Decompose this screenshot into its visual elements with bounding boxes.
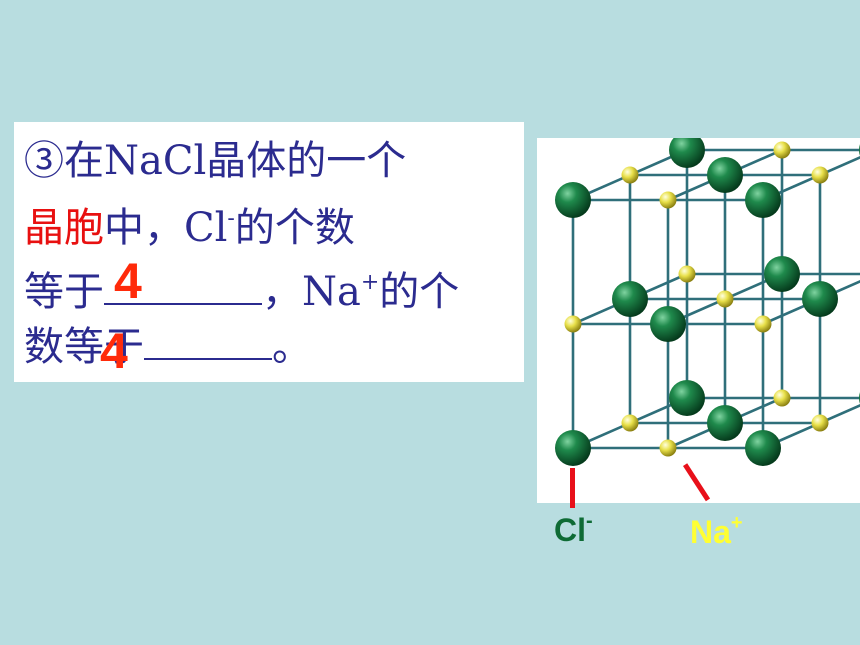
sodium-ion: [773, 389, 791, 407]
chloride-ion: [669, 132, 705, 168]
chloride-ion: [555, 182, 591, 218]
question-line-2: 晶胞中，Cl-的个数: [24, 194, 355, 253]
chloride-ion: [650, 306, 686, 342]
nacl-crystal-diagram: [537, 132, 860, 503]
sodium-charge: +: [360, 270, 380, 295]
sodium-ion: [621, 414, 639, 432]
question-line-1: ③在NaCl晶体的一个: [24, 136, 406, 186]
question-line-3-end: 的个: [379, 269, 460, 315]
chloride-count-answer: 4: [114, 253, 142, 309]
sodium-ion: [659, 439, 677, 457]
question-line-3-start: 等于: [24, 269, 104, 315]
question-line-1-text: ③在NaCl晶体的一个: [24, 138, 407, 184]
chloride-ion: [612, 281, 648, 317]
sodium-label: Na+: [690, 512, 743, 551]
sodium-ion: [621, 166, 639, 184]
chloride-ion: [707, 157, 743, 193]
sodium-ion: [773, 141, 791, 159]
sodium-ion: [754, 315, 772, 333]
chloride-ion: [707, 405, 743, 441]
sodium-count-answer: 4: [100, 323, 128, 379]
chloride-label-charge: -: [586, 510, 593, 532]
question-line-4: 数等于 。: [24, 322, 312, 372]
question-line-2-end: 的个数: [234, 205, 355, 251]
question-line-3: 等于 ，Na+的个: [24, 258, 459, 317]
question-line-4-start: 数等于: [24, 324, 144, 370]
sodium-ion: [716, 290, 734, 308]
unit-cell-term: 晶胞: [24, 205, 104, 251]
chloride-pointer-line: [570, 468, 575, 508]
chloride-ion: [555, 430, 591, 466]
sodium-label-text: Na: [690, 514, 731, 550]
chloride-ion: [745, 182, 781, 218]
question-text-box: ③在NaCl晶体的一个 晶胞中，Cl-的个数 等于 ，Na+的个 数等于 。 4 4: [14, 122, 524, 382]
sodium-ion: [678, 265, 696, 283]
sodium-count-blank: [144, 322, 272, 360]
question-line-3-mid: ，Na: [262, 269, 361, 315]
chloride-ion: [669, 380, 705, 416]
sodium-ion: [564, 315, 582, 333]
lattice-atoms: [555, 132, 860, 466]
nacl-lattice-svg: [555, 132, 860, 466]
sodium-ion: [811, 166, 829, 184]
question-line-2-mid: 中，Cl: [104, 205, 228, 251]
chloride-ion: [764, 256, 800, 292]
chloride-label-text: Cl: [554, 512, 586, 548]
sodium-ion: [659, 191, 677, 209]
chloride-count-blank: [104, 267, 262, 305]
question-line-4-end: 。: [272, 324, 312, 370]
chloride-label: Cl-: [554, 510, 593, 549]
chloride-charge: -: [227, 206, 235, 231]
chloride-ion: [802, 281, 838, 317]
sodium-ion: [811, 414, 829, 432]
chloride-ion: [745, 430, 781, 466]
sodium-label-charge: +: [730, 512, 743, 534]
